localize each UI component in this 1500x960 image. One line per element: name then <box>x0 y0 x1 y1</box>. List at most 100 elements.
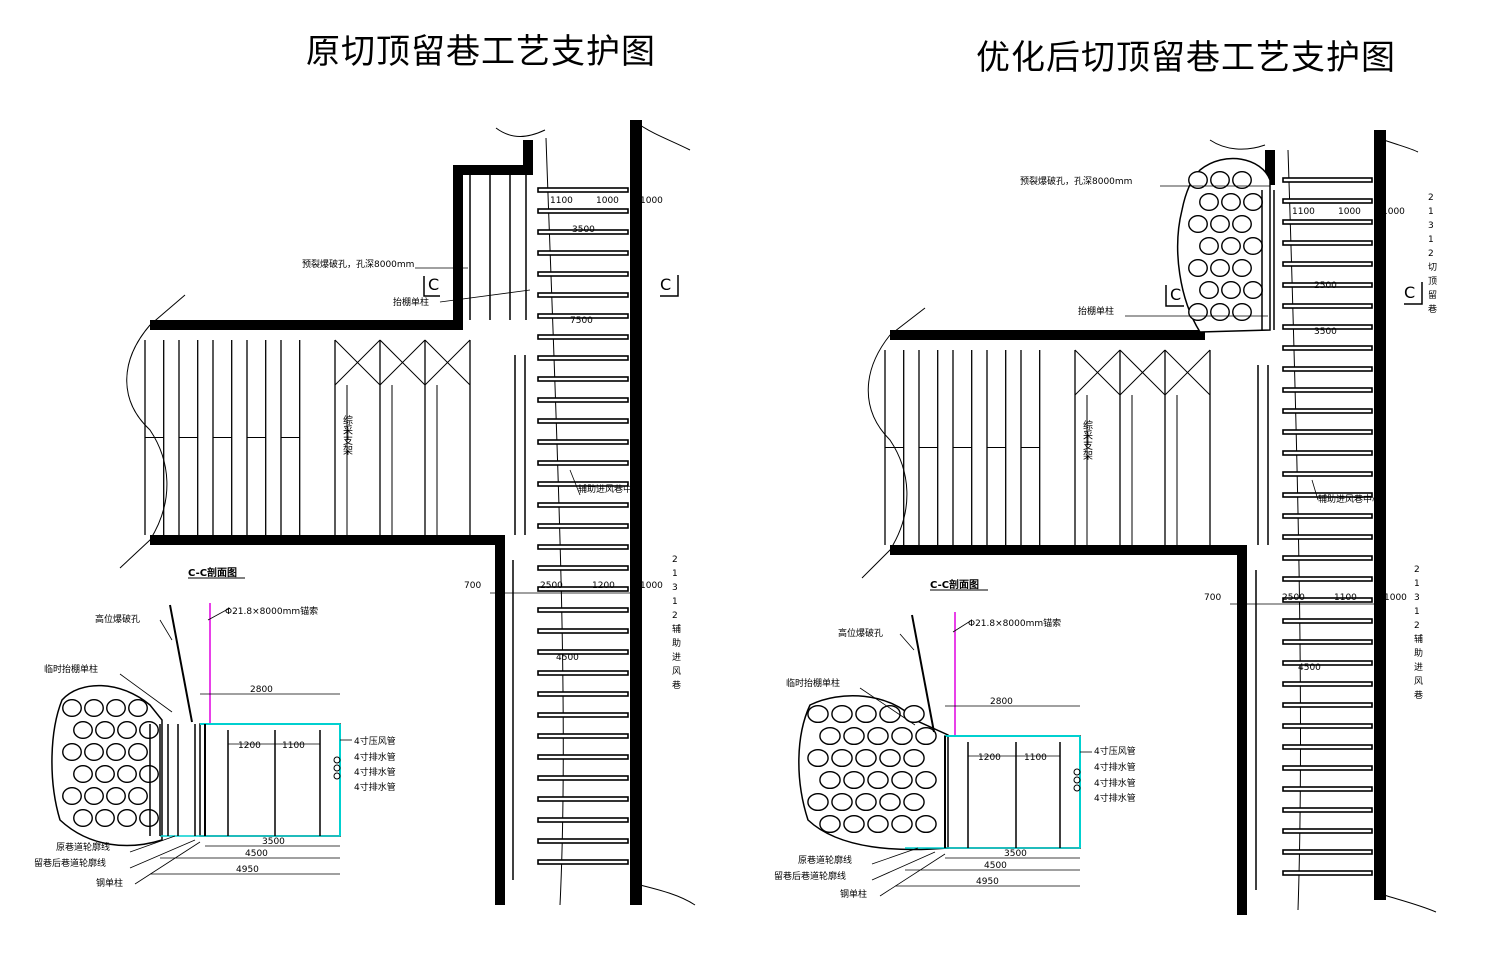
right-dim-mid-b: 3500 <box>1314 327 1337 337</box>
roadway-support-beam <box>1282 870 1373 876</box>
rubble-stone <box>807 792 829 812</box>
rubble-stone <box>867 814 889 834</box>
rubble-stone <box>1243 192 1263 212</box>
rubble-stone <box>73 808 93 828</box>
roadway-support-beam <box>1282 513 1373 519</box>
rubble-stone <box>1188 302 1208 322</box>
roadway-support-beam <box>537 271 629 277</box>
roadway-support-beam <box>1282 765 1373 771</box>
right-bottom-1: 原巷道轮廓线 <box>798 854 852 866</box>
roadway-name-char: 2 <box>672 611 678 621</box>
right-bottom-3: 钢单柱 <box>840 888 867 900</box>
rubble-stone <box>1210 258 1230 278</box>
rubble-stone <box>879 792 901 812</box>
roadway-support-beam <box>1282 219 1373 225</box>
roadway-support-beam <box>1282 303 1373 309</box>
title-right: 优化后切顶留巷工艺支护图 <box>976 38 1396 78</box>
left-sec-dim-a: 1200 <box>238 741 261 751</box>
roadway-name-char: 2 <box>1428 193 1434 203</box>
rubble-stone <box>891 770 913 790</box>
roadway-name-char: 1 <box>1428 207 1434 217</box>
roadway-support-beam <box>537 481 629 487</box>
rubble-stone <box>831 792 853 812</box>
rubble-stone <box>95 720 115 740</box>
roadway-name-char: 3 <box>1414 593 1420 603</box>
rubble-stone <box>879 704 901 724</box>
rubble-stone <box>1221 192 1241 212</box>
roadway-support-beam <box>537 460 629 466</box>
roadway-support-beam <box>1282 534 1373 540</box>
rubble-stone <box>1188 258 1208 278</box>
rubble-stone <box>855 704 877 724</box>
rubble-stone <box>62 698 82 718</box>
roadway-support-beam <box>1282 681 1373 687</box>
right-support-label: 综采支架 <box>1081 419 1093 461</box>
roadway-support-beam <box>537 313 629 319</box>
rubble-stone <box>128 786 148 806</box>
left-temp-prop-label: 临时抬棚单柱 <box>44 663 98 675</box>
left-sec-top-dim: 2800 <box>250 685 273 695</box>
rubble-stone <box>819 726 841 746</box>
right-diagram: C C 预裂爆破孔，孔深8000mm 抬棚单柱 综采支架 辅助进风巷中心 110… <box>774 130 1437 915</box>
rubble-stone <box>106 742 126 762</box>
rubble-stone <box>117 764 137 784</box>
rubble-stone <box>1232 214 1252 234</box>
rubble-stone <box>903 704 925 724</box>
roadway-support-beam <box>1282 492 1373 498</box>
right-dim-mid-a: 2500 <box>1314 281 1337 291</box>
rubble-stone <box>1243 280 1263 300</box>
left-bottom-2: 留巷后巷道轮廓线 <box>34 857 106 869</box>
left-goaf-wall <box>150 140 533 330</box>
roadway-support-beam <box>537 439 629 445</box>
rubble-stone <box>831 748 853 768</box>
roadway-name-char: 辅 <box>672 623 681 635</box>
roadway-name-char: 巷 <box>672 680 681 691</box>
roadway-support-beam <box>537 544 629 550</box>
left-hi-hole-line <box>169 604 193 723</box>
right-sec-bot3: 4950 <box>976 877 999 887</box>
left-dim-mid-a: 3500 <box>572 225 595 235</box>
left-dim-mid-c: 7500 <box>570 316 593 326</box>
roadway-name-char: 风 <box>672 666 681 677</box>
roadway-support-beam <box>537 418 629 424</box>
right-dim-lower-e: 4500 <box>1298 663 1321 673</box>
left-section-mark-a: C <box>428 275 439 294</box>
roadway-support-beam <box>1282 744 1373 750</box>
roadway-support-beam <box>537 523 629 529</box>
rubble-stone <box>106 786 126 806</box>
roadway-name-char: 巷 <box>1428 304 1437 315</box>
roadway-support-beam <box>537 502 629 508</box>
left-bottom-3: 钢单柱 <box>96 877 123 889</box>
roadway-name-char: 助 <box>672 637 681 649</box>
rubble-stone <box>843 814 865 834</box>
roadway-support-beam <box>1282 723 1373 729</box>
roadway-support-beam <box>537 355 629 361</box>
roadway-support-beam <box>537 775 629 781</box>
right-sec-bot1: 3500 <box>1004 849 1027 859</box>
roadway-support-beam <box>1282 261 1373 267</box>
left-section-mark-b: C <box>660 275 671 294</box>
roadway-name-char: 顶 <box>1428 276 1437 287</box>
roadway-support-beam <box>537 838 629 844</box>
roadway-support-beam <box>537 691 629 697</box>
right-pipe-2: 4寸排水管 <box>1094 761 1136 773</box>
left-dim-top-c: 1000 <box>640 196 663 206</box>
left-sec-dim-b: 1100 <box>282 741 305 751</box>
roadway-support-beam <box>1282 702 1373 708</box>
rubble-stone <box>855 792 877 812</box>
left-dim-lower-e: 4500 <box>556 653 579 663</box>
right-dim-lower-d: 1000 <box>1384 593 1407 603</box>
roadway-name-char: 2 <box>1428 249 1434 259</box>
right-dim-lower-a: 700 <box>1204 593 1221 603</box>
roadway-support-beam <box>537 208 629 214</box>
right-center-line-label: 辅助进风巷中心 <box>1318 493 1381 505</box>
roadway-support-beam <box>537 607 629 613</box>
left-roadway-supports <box>537 187 629 865</box>
right-temp-prop-label: 临时抬棚单柱 <box>786 677 840 689</box>
roadway-support-beam <box>537 586 629 592</box>
right-dim-top-c: 1000 <box>1382 207 1405 217</box>
roadway-support-beam <box>1282 828 1373 834</box>
right-dim-top-a: 1100 <box>1292 207 1315 217</box>
roadway-name-char: 3 <box>672 583 678 593</box>
